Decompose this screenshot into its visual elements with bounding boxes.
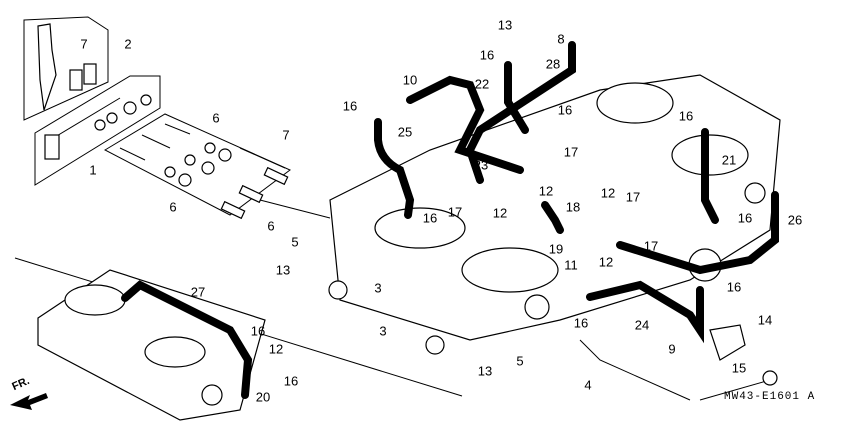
callout: 12	[598, 254, 614, 270]
callout: 27	[190, 284, 206, 300]
callout: 3	[379, 323, 387, 339]
callout: 12	[492, 205, 508, 221]
callout: 5	[291, 234, 299, 250]
callout: 10	[402, 72, 418, 88]
screw-group-box	[103, 113, 291, 216]
callout: 16	[737, 210, 753, 226]
callout: 3	[374, 280, 382, 296]
callout: 26	[787, 212, 803, 228]
diagram-code: MW43-E1601 A	[724, 391, 816, 403]
callout: 7	[80, 36, 88, 52]
callout: 22	[474, 76, 490, 92]
callout: 17	[447, 204, 463, 220]
callout: 2	[124, 36, 132, 52]
callout: 16	[422, 210, 438, 226]
callout: 23	[473, 157, 489, 173]
callout: 17	[643, 238, 659, 254]
callout: 7	[282, 127, 290, 143]
callout: 6	[267, 218, 275, 234]
carburetor-assembly	[329, 74, 781, 341]
callout: 21	[721, 152, 737, 168]
shaft-group-box	[34, 75, 161, 186]
hoses	[121, 41, 779, 401]
callout: 18	[565, 199, 581, 215]
callout: 13	[275, 262, 291, 278]
callout: 25	[397, 124, 413, 140]
callout: 11	[564, 257, 578, 273]
callout: 16	[573, 315, 589, 331]
callout: 17	[563, 144, 579, 160]
callout: 16	[678, 108, 694, 124]
callout: 16	[250, 323, 266, 339]
callout: 24	[634, 317, 650, 333]
front-arrow-icon	[10, 393, 48, 410]
callout: 20	[255, 389, 271, 405]
link-bracket	[37, 23, 97, 111]
callout: 4	[584, 377, 592, 393]
callout: 16	[342, 98, 358, 114]
callout: 16	[557, 102, 573, 118]
callout: 8	[557, 31, 565, 47]
callout: 16	[479, 47, 495, 63]
callout: 15	[731, 360, 747, 376]
callout: 13	[477, 363, 493, 379]
callout: 12	[538, 183, 554, 199]
callout: 17	[625, 189, 641, 205]
carburetor-top-view	[37, 269, 266, 421]
throttle-shaft	[44, 94, 152, 160]
callout: 16	[726, 279, 742, 295]
callout: 28	[545, 56, 561, 72]
bracket-group-box	[23, 16, 109, 121]
callout: 6	[212, 110, 220, 126]
callout: 16	[283, 373, 299, 389]
callout: 14	[757, 312, 773, 328]
pilot-screws	[119, 123, 289, 220]
callout: 12	[268, 341, 284, 357]
callout: 12	[600, 185, 616, 201]
callout: 19	[548, 241, 564, 257]
callout: 1	[89, 162, 97, 178]
callout: 6	[169, 199, 177, 215]
callout: 13	[497, 17, 513, 33]
callout: 9	[668, 341, 676, 357]
callout: 5	[516, 353, 524, 369]
